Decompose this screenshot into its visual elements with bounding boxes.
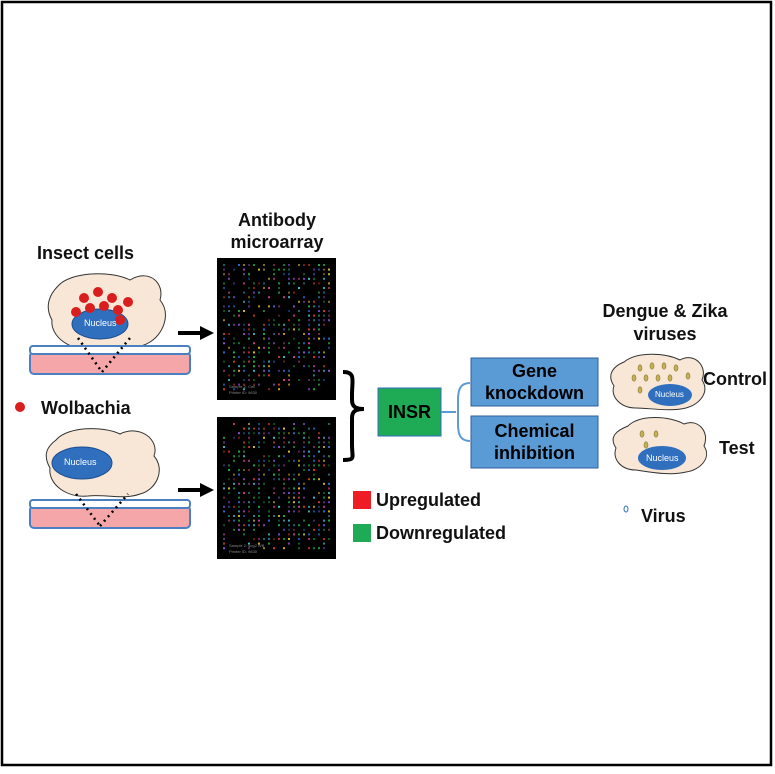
microarray-top-caption-2: Printer ID: 9830 [229,390,258,395]
microarray-title-line2: microarray [230,232,324,252]
control-label: Control [703,369,767,389]
nucleus-bottom [51,446,113,480]
gene-knockdown-line2: knockdown [484,383,584,403]
insr-label: INSR [387,402,431,422]
nucleus-label-bottom: Nucleus [64,457,97,467]
arrow-to-top-array [178,326,214,340]
viruses-title-line1: Dengue & Zika [602,301,728,321]
test-cell [612,417,708,475]
arrow-to-bottom-array [178,483,214,497]
wolbachia-dots [71,287,133,325]
control-cell [610,353,706,411]
test-nucleus-label: Nucleus [646,453,679,463]
upregulated-label: Upregulated [376,490,482,510]
microarray-bottom-spots [223,423,330,550]
downregulated-swatch [353,524,371,542]
test-virus-particles [639,430,659,449]
gene-knockdown-box [470,357,599,407]
insect-cell-with-wolbachia [47,273,166,350]
control-virus-particles [631,362,691,394]
viruses-title-line2: viruses [633,324,697,344]
virus-legend-marker [623,505,629,513]
wolbachia-legend-dot [15,402,25,412]
method-connector [441,382,471,442]
chemical-inhibition-line1: Chemical [494,421,575,441]
petri-dish-bottom [29,493,191,529]
microarray-bottom [217,417,336,559]
downregulated-label: Downregulated [376,523,507,543]
chemical-inhibition-line2: inhibition [494,443,575,463]
chemical-inhibition-box [470,415,599,469]
microarray-title-line1: Antibody [238,210,316,230]
test-nucleus [638,446,686,470]
control-nucleus-label: Nucleus [655,390,684,399]
petri-dish-top [29,337,191,375]
insr-box [377,387,442,437]
nucleus-label-top: Nucleus [84,318,117,328]
microarray-top [217,258,336,400]
microarray-bottom-caption-1: Sample 2: sug2 WB [229,543,265,548]
microarray-top-spots [223,264,330,391]
insect-cell-plain [45,428,160,498]
upregulated-swatch [353,491,371,509]
insect-cells-title: Insect cells [37,243,135,263]
microarray-bottom-caption-2: Printer ID: 9830 [229,549,258,554]
control-nucleus [648,384,692,406]
virus-label: Virus [641,506,686,526]
gene-knockdown-line1: Gene [511,361,558,381]
microarray-top-caption-1: Sample 2: Cell [229,384,256,389]
brace [342,370,365,462]
wolbachia-label: Wolbachia [41,398,131,418]
test-label: Test [719,438,755,458]
